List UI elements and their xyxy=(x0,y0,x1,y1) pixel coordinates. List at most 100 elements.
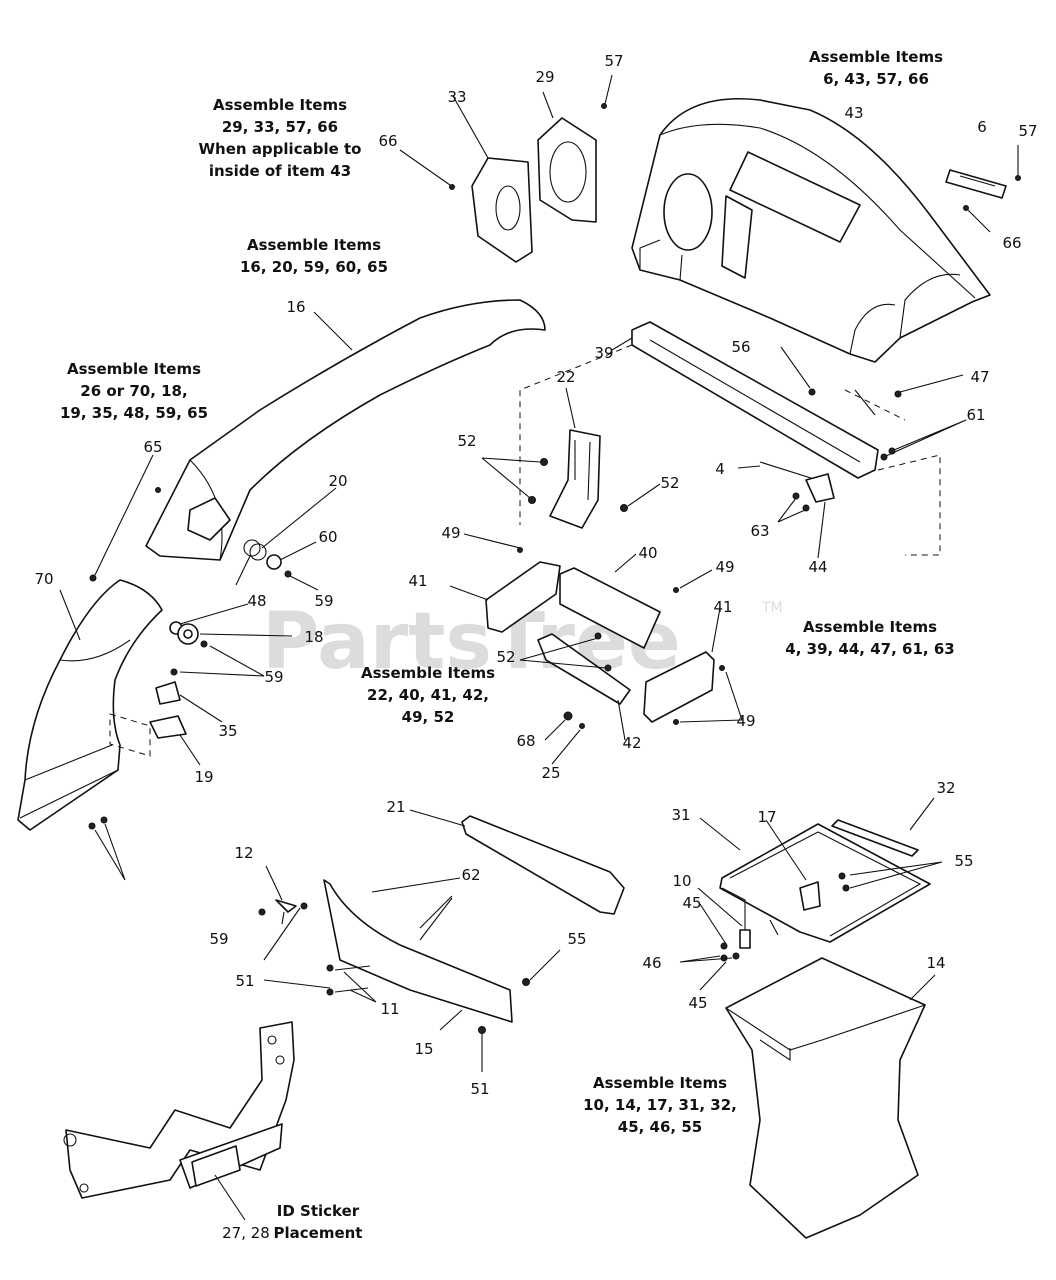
part-callout-label: 48 xyxy=(247,592,266,610)
part-20-spring xyxy=(235,539,267,586)
part-callout-label: 21 xyxy=(386,798,405,816)
part-callout-label: 49 xyxy=(715,558,734,576)
assembly-note-line: 22, 40, 41, 42, xyxy=(367,686,489,704)
part-callout-label: 60 xyxy=(318,528,337,546)
part-callout-label: 66 xyxy=(1002,234,1021,252)
part-33-plate xyxy=(471,157,533,263)
part-callout-label: 45 xyxy=(688,994,707,1012)
assembly-note-line: Assemble Items xyxy=(247,236,381,254)
part-41-plate-right xyxy=(643,651,715,723)
part-callout-label: 45 xyxy=(682,894,701,912)
part-19-bracket xyxy=(149,715,187,739)
part-callout-label: 43 xyxy=(844,104,863,122)
part-callout-label: 25 xyxy=(541,764,560,782)
part-callout-label: 52 xyxy=(660,474,679,492)
part-callout-label: 52 xyxy=(496,648,515,666)
part-callout-label: 51 xyxy=(470,1080,489,1098)
part-29-gasket xyxy=(537,117,597,223)
assembly-note-line: 19, 35, 48, 59, 65 xyxy=(60,404,208,422)
assembly-note-line: 29, 33, 57, 66 xyxy=(222,118,338,136)
assembly-note-line: Assemble Items xyxy=(593,1074,727,1092)
part-callout-label: 59 xyxy=(209,930,228,948)
part-callout-label: 15 xyxy=(414,1040,433,1058)
part-callout-label: 41 xyxy=(408,572,427,590)
assembly-note-line: 6, 43, 57, 66 xyxy=(823,70,929,88)
part-callout-label: 63 xyxy=(750,522,769,540)
part-callout-label: 51 xyxy=(235,972,254,990)
part-callout-label: 56 xyxy=(731,338,750,356)
assembly-note-line: 10, 14, 17, 31, 32, xyxy=(583,1096,737,1114)
part-callout-label: 33 xyxy=(447,88,466,106)
part-callout-label: 62 xyxy=(461,866,480,884)
part-32-bar xyxy=(831,819,919,857)
part-callout-label: 46 xyxy=(642,954,661,972)
part-40-plate xyxy=(559,567,661,649)
part-17-bracket xyxy=(799,881,821,911)
part-callout-label: 32 xyxy=(936,779,955,797)
assembly-note-line: Assemble Items xyxy=(803,618,937,636)
part-callout-label: 52 xyxy=(457,432,476,450)
part-callout-label: 49 xyxy=(441,524,460,542)
part-callout-label: 66 xyxy=(378,132,397,150)
part-43-cover xyxy=(631,97,991,363)
part-27-28-bracket xyxy=(63,1021,295,1199)
part-callout-label: 41 xyxy=(713,598,732,616)
assembly-note-line: Assemble Items xyxy=(67,360,201,378)
part-callout-label: 47 xyxy=(970,368,989,386)
part-callout-label: 20 xyxy=(328,472,347,490)
assembly-note-line: 26 or 70, 18, xyxy=(80,382,187,400)
part-callout-label: 29 xyxy=(535,68,554,86)
part-callout-label: 70 xyxy=(34,570,53,588)
part-callout-label: 16 xyxy=(286,298,305,316)
part-callout-label: 61 xyxy=(966,406,985,424)
part-35-bracket xyxy=(155,681,181,705)
part-callout-label: 10 xyxy=(672,872,691,890)
part-6-handle xyxy=(945,169,1007,199)
part-callout-label: 65 xyxy=(143,438,162,456)
part-callout-label: 55 xyxy=(567,930,586,948)
part-15-plate xyxy=(323,879,513,1023)
part-70-chute xyxy=(17,579,163,831)
part-42-bracket xyxy=(537,633,631,705)
part-callout-label: 40 xyxy=(638,544,657,562)
assembly-note-line: 49, 52 xyxy=(402,708,455,726)
part-callout-label: 11 xyxy=(380,1000,399,1018)
part-callout-label: 31 xyxy=(671,806,690,824)
part-callout-label: 19 xyxy=(194,768,213,786)
assembly-note-line: When applicable to xyxy=(199,140,362,158)
assembly-notes: Assemble Items 6, 43, 57, 66 Assemble Item… xyxy=(60,48,955,1242)
part-14-bag xyxy=(725,957,926,1239)
part-callout-label: 6 xyxy=(977,118,987,136)
part-21-blade xyxy=(461,815,625,915)
part-callout-label: 35 xyxy=(218,722,237,740)
assembly-note-line: 16, 20, 59, 60, 65 xyxy=(240,258,388,276)
part-callout-label: 59 xyxy=(264,668,283,686)
part-44-bracket xyxy=(805,473,835,503)
assembly-note-line: 45, 46, 55 xyxy=(618,1118,702,1136)
part-callout-label: 22 xyxy=(556,368,575,386)
part-31-frame xyxy=(719,823,931,943)
part-callout-label: 57 xyxy=(604,52,623,70)
part-callout-label: 49 xyxy=(736,712,755,730)
part-callout-label: 59 xyxy=(314,592,333,610)
part-callout-label: 44 xyxy=(808,558,827,576)
assembly-note-line: inside of item 43 xyxy=(209,162,351,180)
part-41-plate-left xyxy=(485,561,561,633)
part-16-chute xyxy=(145,299,546,561)
part-12-knob xyxy=(275,899,297,925)
part-callout-label: 39 xyxy=(594,344,613,362)
part-callout-label: 4 xyxy=(715,460,725,478)
part-callout-label: 17 xyxy=(757,808,776,826)
part-callout-label: 18 xyxy=(304,628,323,646)
assembly-note-line: Assemble Items xyxy=(361,664,495,682)
assembly-note-line: Assemble Items xyxy=(809,48,943,66)
watermark-tm: TM xyxy=(761,600,783,616)
part-callout-label: 27, 28 xyxy=(222,1224,270,1242)
part-callout-label: 42 xyxy=(622,734,641,752)
part-callout-label: 14 xyxy=(926,954,945,972)
assembly-note-line: ID Sticker xyxy=(277,1202,360,1220)
part-callout-label: 55 xyxy=(954,852,973,870)
part-callout-label: 68 xyxy=(516,732,535,750)
